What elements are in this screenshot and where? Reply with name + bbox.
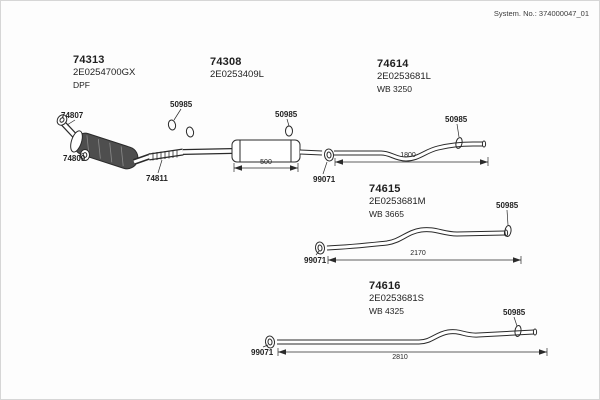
assembly-label-74615: 74615 2E0253681M WB 3665	[369, 182, 426, 220]
part-code: 2E0253681L	[377, 71, 431, 83]
dimension-label-pipe74615: 2170	[410, 250, 426, 257]
clamp-ring	[185, 126, 195, 138]
pipe-74614	[334, 137, 489, 166]
gasket-ring-99071	[264, 335, 276, 349]
clamp-ring	[504, 225, 512, 237]
gasket-label: 99071	[251, 348, 274, 357]
assembly-label-74614: 74614 2E0253681L WB 3250	[377, 57, 431, 95]
part-note: WB 3250	[377, 83, 412, 94]
gasket-label: 99071	[313, 175, 336, 184]
assembly-label-74313: 74313 2E0254700GX DPF	[73, 53, 135, 91]
part-code: 2E0253681S	[369, 293, 424, 305]
part-label-74809: 74809	[63, 154, 86, 163]
part-code: 2E0253681M	[369, 196, 426, 208]
flex-pipe-74811	[148, 148, 184, 161]
system-number: System. No.: 374000047_01	[493, 9, 589, 18]
gasket-ring-99071	[323, 148, 335, 162]
gasket-ring-99071	[314, 241, 326, 255]
dimension-label-muffler: 500	[260, 159, 272, 166]
part-number: 74615	[369, 183, 401, 195]
muffler-body	[231, 139, 301, 163]
clamp-label: 50985	[275, 110, 298, 119]
part-label-74811: 74811	[146, 174, 168, 183]
part-note: WB 3665	[369, 208, 404, 219]
dpf-body	[70, 130, 139, 170]
muffler-assembly	[182, 125, 323, 172]
clamp-ring	[514, 325, 522, 337]
part-code: 2E0253409L	[210, 69, 264, 81]
leader-lines	[66, 108, 518, 348]
assembly-label-74616: 74616 2E0253681S WB 4325	[369, 279, 424, 317]
part-number: 74614	[377, 58, 409, 70]
clamp-label: 50985	[170, 100, 193, 109]
assembly-label-74308: 74308 2E0253409L	[210, 55, 264, 82]
dpf-assembly	[56, 114, 195, 170]
gasket-label: 99071	[304, 256, 327, 265]
clamp-label: 50985	[503, 308, 526, 317]
clamp-label: 50985	[445, 115, 468, 124]
part-note: DPF	[73, 79, 90, 90]
part-code: 2E0254700GX	[73, 67, 136, 79]
part-number: 74313	[73, 54, 105, 66]
clamp-ring	[455, 137, 463, 149]
dimension-label-pipe74616: 2810	[392, 354, 408, 361]
dimension-label-pipe74614: 1800	[400, 152, 416, 159]
pipe-74616	[264, 325, 548, 356]
pipe-74615	[314, 225, 522, 264]
part-number: 74616	[369, 280, 401, 292]
clamp-ring	[285, 125, 293, 137]
flange-ring-74807	[56, 114, 68, 126]
part-label-74807: 74807	[61, 111, 84, 120]
clamp-ring	[167, 119, 177, 131]
clamp-label: 50985	[496, 201, 519, 210]
part-note: WB 4325	[369, 305, 404, 316]
part-number: 74308	[210, 56, 242, 68]
